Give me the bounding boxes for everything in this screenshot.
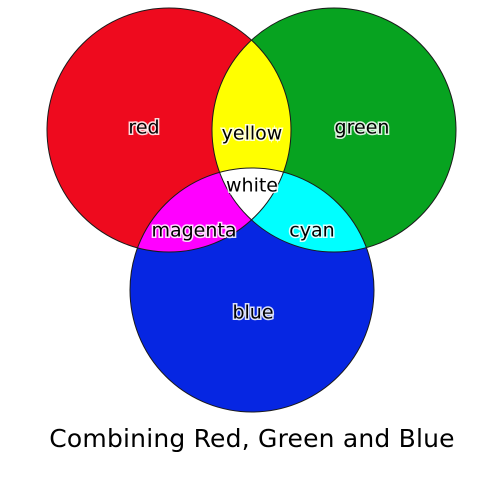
cyan-overlap [212,168,374,252]
label-red: red [128,117,159,139]
magenta-overlap [130,168,291,252]
label-blue: blue [232,302,273,324]
label-cyan: cyan [289,220,334,242]
rgb-venn-diagram: red green yellow white magenta cyan blue [46,7,457,413]
label-green: green [335,117,390,139]
circle-outlines [46,7,457,413]
label-yellow: yellow [222,123,283,145]
diagram-caption: Combining Red, Green and Blue [49,424,455,453]
label-white: white [226,175,278,197]
label-magenta: magenta [151,220,236,242]
